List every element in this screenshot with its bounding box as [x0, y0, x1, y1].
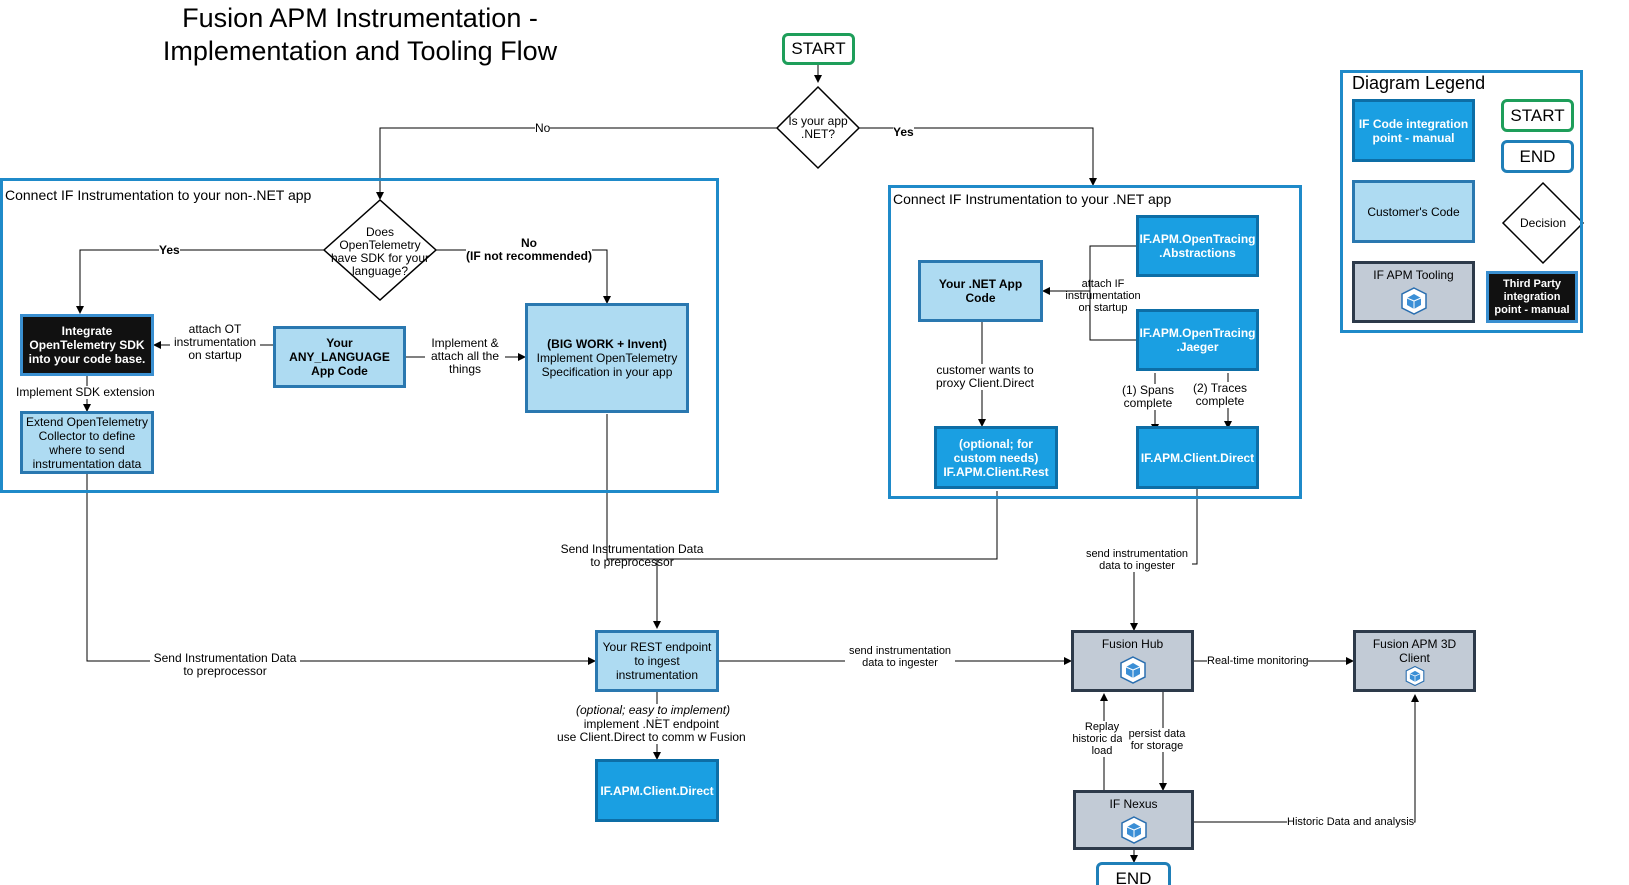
fusion-hub-box: Fusion Hub [1071, 630, 1194, 692]
edge-label-send-to-ingester-net: send instrumentation data to ingester [1082, 548, 1192, 572]
legend-title: Diagram Legend [1352, 73, 1486, 93]
edge-label-implement-sdk-ext: Implement SDK extension [16, 385, 155, 399]
edge-decision-no [376, 127, 779, 200]
edge-label-realtime: Real-time monitoring [1207, 655, 1309, 667]
edge-label-traces-complete: (2) Traces complete [1190, 382, 1250, 408]
big-work-box: (BIG WORK + Invent) Implement OpenTeleme… [525, 303, 689, 413]
decision-is-net-label: Is your app .NET? [788, 114, 848, 141]
decision-otel-sdk [322, 198, 438, 302]
cube-icon [1405, 665, 1424, 687]
cube-icon [1119, 656, 1146, 684]
edge-label-attach-if: attach IF instrumentation on startup [1065, 278, 1141, 314]
if-nexus-box: IF Nexus [1073, 790, 1194, 850]
title-line-1: Fusion APM Instrumentation - [182, 3, 538, 33]
rest-endpoint-box: Your REST endpoint to ingest instrumenta… [595, 630, 719, 692]
edge-jaeger-to-netapp [1089, 291, 1140, 341]
decision-otel-sdk-label: Does OpenTelemetry have SDK for your lan… [330, 225, 430, 278]
start-terminal: START [782, 33, 855, 65]
cube-icon [1120, 816, 1147, 844]
edge-collector-to-rest [86, 474, 596, 665]
opentracing-jaeger-box: IF.APM.OpenTracing .Jaeger [1136, 309, 1259, 371]
edge-label-attach-ot: attach OT instrumentation on startup [170, 323, 260, 362]
legend-end-terminal: END [1501, 140, 1574, 173]
any-language-app-box: Your ANY_LANGUAGE App Code [273, 326, 406, 388]
edge-label-no-sdk: No (IF not recommended) [466, 236, 593, 263]
big-work-line-2: Implement OpenTelemetry Specification in… [536, 351, 678, 379]
legend-tooling-box: IF APM Tooling [1352, 261, 1475, 323]
legend-manual-box: IF Code integration point - manual [1352, 99, 1475, 162]
if-nexus-label: IF Nexus [1109, 797, 1158, 811]
cube-icon [1400, 287, 1427, 315]
legend-third-party-box: Third Party integration point - manual [1486, 271, 1578, 323]
edge-label-historic: Historic Data and analysis [1287, 816, 1415, 828]
legend-container [1340, 70, 1583, 333]
net-container [888, 185, 1302, 499]
opentracing-abstractions-box: IF.APM.OpenTracing .Abstractions [1136, 215, 1259, 277]
client-rest-box: (optional; for custom needs) IF.APM.Clie… [934, 426, 1058, 489]
client-direct-net-box: IF.APM.Client.Direct [1136, 426, 1259, 489]
edge-abstractions-to-netapp [1042, 245, 1140, 295]
edge-label-implement-attach: Implement & attach all the things [425, 337, 505, 376]
page-title: Fusion APM Instrumentation - Implementat… [150, 2, 570, 68]
non-net-container [0, 178, 719, 493]
edge-label-customer-wants: customer wants to proxy Client.Direct [930, 364, 1040, 390]
fusion-hub-label: Fusion Hub [1101, 637, 1164, 651]
edge-label-send-instr-left: Send Instrumentation Data to preprocesso… [150, 652, 300, 678]
edge-label-no-sdk-1: No [521, 236, 537, 250]
edge-label-yes-top: Yes [893, 125, 914, 139]
legend-customer-code-box: Customer's Code [1352, 180, 1475, 243]
client-direct-bottom-box: IF.APM.Client.Direct [595, 759, 719, 822]
title-line-2: Implementation and Tooling Flow [162, 36, 558, 66]
edge-label-implement-net-endpoint-1: implement .NET endpoint [583, 717, 719, 731]
edge-label-yes-sdk: Yes [159, 243, 180, 257]
net-app-code-box: Your .NET App Code [918, 260, 1043, 322]
edge-bigwork-to-rest [606, 414, 661, 629]
end-terminal: END [1096, 862, 1171, 885]
edge-label-no-sdk-2: (IF not recommended) [466, 249, 593, 263]
edge-sdk-yes [76, 249, 324, 314]
edge-clientrest-to-rest [657, 491, 998, 560]
integrate-otel-box: Integrate OpenTelemetry SDK into your co… [20, 314, 154, 376]
legend-tooling-label: IF APM Tooling [1373, 268, 1454, 282]
edge-label-implement-net-endpoint: implement .NET endpoint use Client.Direc… [557, 718, 746, 744]
decision-is-net [775, 85, 861, 170]
big-work-line-1: (BIG WORK + Invent) [547, 337, 667, 351]
net-container-label: Connect IF Instrumentation to your .NET … [893, 191, 1172, 207]
edge-label-implement-net-endpoint-2: use Client.Direct to comm w Fusion [557, 730, 746, 744]
edge-label-optional-easy: (optional; easy to implement) [576, 703, 731, 717]
edge-label-spans-complete: (1) Spans complete [1118, 384, 1178, 410]
legend-decision-shape [1501, 181, 1585, 265]
legend-start-terminal: START [1501, 99, 1574, 132]
fusion-3d-client-box: Fusion APM 3D Client [1353, 630, 1476, 692]
edge-decision-yes [858, 127, 1097, 186]
fusion-3d-client-label: Fusion APM 3D Client [1372, 637, 1457, 665]
edge-nexus-to-3d [1194, 694, 1419, 823]
legend-decision-label: Decision [1519, 215, 1567, 230]
edge-label-persist: persist data for storage [1122, 728, 1192, 752]
edge-label-send-instr-center: Send Instrumentation Data to preprocesso… [560, 542, 704, 569]
extend-collector-box: Extend OpenTelemetry Collector to define… [20, 411, 154, 474]
edge-label-send-to-ingester-rest: send instrumentation data to ingester [845, 645, 955, 669]
non-net-container-label: Connect IF Instrumentation to your non-.… [5, 187, 312, 203]
edge-label-no-top: No [535, 121, 551, 135]
